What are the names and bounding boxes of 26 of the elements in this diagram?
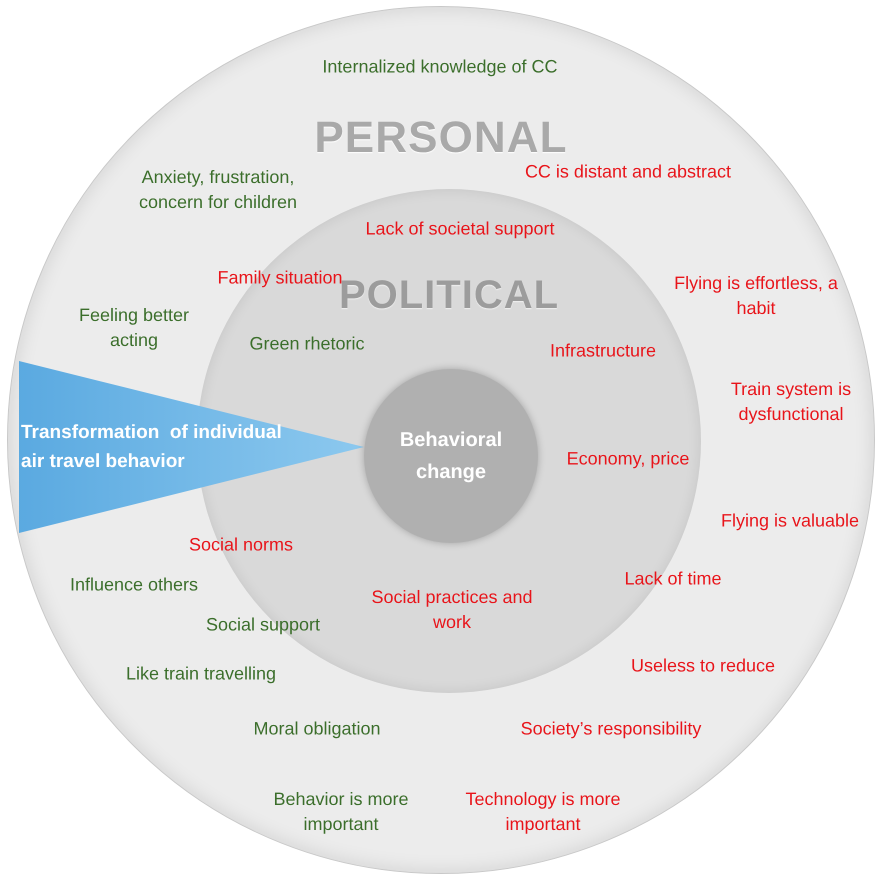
- factor-label: CC is distant and abstract: [524, 162, 732, 182]
- factor-label: Lack of time: [624, 568, 722, 588]
- factor-label: Influence others: [70, 574, 198, 594]
- factor-label: Social support: [206, 614, 320, 634]
- factor-label: Technology is more important: [465, 789, 621, 834]
- wedge-arrow: [19, 361, 364, 533]
- factor-label: Infrastructure: [550, 340, 656, 360]
- factor-label: Social norms: [188, 534, 294, 554]
- wedge-label: Transformation of individual air travel behavior: [21, 422, 283, 472]
- factor-label: Green rhetoric: [249, 334, 365, 354]
- factor-label: Flying is effortless, a habit: [674, 273, 838, 318]
- factor-label: Flying is valuable: [720, 510, 860, 530]
- factor-label: Anxiety, frustration, concern for children: [138, 167, 298, 212]
- factor-label: Behavior is more important: [273, 789, 409, 834]
- factor-label: Internalized knowledge of CC: [322, 56, 558, 76]
- factor-label: Society’s responsibility: [520, 718, 702, 738]
- factor-label: Lack of societal support: [365, 218, 555, 238]
- factor-label: Useless to reduce: [630, 656, 776, 676]
- factor-label: Feeling better acting: [78, 305, 190, 350]
- factor-label: Social practices and work: [371, 587, 533, 632]
- ring-heading: PERSONAL: [314, 113, 568, 162]
- factor-label: Economy, price: [566, 448, 690, 468]
- center-label: Behavioral change: [398, 428, 504, 485]
- factor-label: Moral obligation: [253, 718, 381, 738]
- factor-label: Train system is dysfunctional: [730, 379, 852, 424]
- factor-label: Like train travelling: [126, 664, 276, 684]
